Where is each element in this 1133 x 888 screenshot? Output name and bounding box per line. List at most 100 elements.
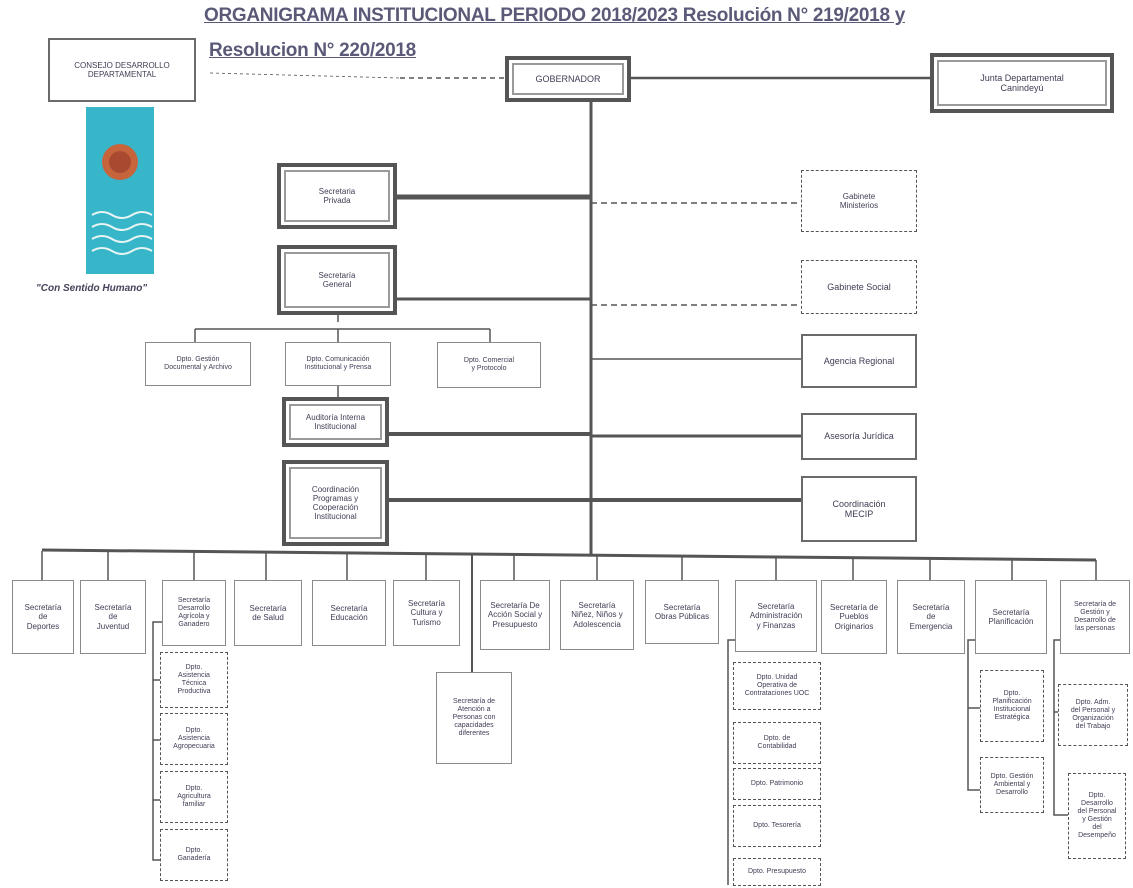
- box-dpto-presupuesto: Dpto. Presupuesto: [733, 858, 821, 886]
- box-secretaria-educacion: Secretaría Educación: [312, 580, 386, 646]
- box-secretaria-deportes: Secretaría de Deportes: [12, 580, 74, 654]
- box-label: Secretaría Planificación: [988, 607, 1034, 626]
- box-label: Secretaría de Juventud: [94, 603, 132, 631]
- box-label: Dpto. de Contabilidad: [757, 734, 797, 750]
- box-secretaria-emergencia: Secretaría de Emergencia: [897, 580, 965, 654]
- box-dpto-patrimonio: Dpto. Patrimonio: [733, 768, 821, 800]
- box-secretaria-general: Secretaría General: [277, 245, 397, 315]
- box-label: Gabinete Ministerios: [839, 191, 879, 210]
- box-dpto-asistencia-agropecuaria: Dpto. Asistencia Agropecuaria: [160, 713, 228, 765]
- box-label: Dpto. Desarrollo del Personal y Gestión …: [1077, 791, 1117, 840]
- box-label: Secretaría Cultura y Turismo: [408, 599, 445, 627]
- box-secretaria-salud: Secretaría de Salud: [234, 580, 302, 646]
- wave-icon: [91, 247, 153, 255]
- box-gestion-documental: Dpto. Gestión Documental y Archivo: [145, 342, 251, 386]
- box-label: Secretaría Administración y Finanzas: [749, 602, 803, 630]
- box-label: Dpto. Gestión Documental y Archivo: [164, 355, 232, 371]
- box-label: Coordinación Programas y Cooperación Ins…: [311, 484, 360, 522]
- box-label: Dpto. Gestión Ambiental y Desarrollo: [990, 772, 1034, 797]
- box-secretaria-desarrollo: Secretaría Desarrollo Agrícola y Ganader…: [162, 580, 226, 646]
- box-label: Secretaría General: [318, 270, 356, 289]
- box-label: Auditoría Interna Institucional: [305, 412, 366, 431]
- box-label: Secretaria Privada: [318, 186, 356, 205]
- emblem-motto: "Con Sentido Humano": [36, 283, 148, 294]
- connector-line: [41, 548, 1097, 562]
- box-atencion-capacidades-diferentes: Secretaría de Atención a Personas con ca…: [436, 672, 512, 764]
- box-label: Secretaría de Atención a Personas con ca…: [452, 697, 496, 738]
- box-label: Dpto. Asistencia Técnica Productiva: [177, 663, 211, 696]
- box-secretaria-gestion-personas: Secretaría de Gestión y Desarrollo de la…: [1060, 580, 1130, 654]
- connector-line: [967, 639, 980, 791]
- box-secretaria-administracion: Secretaría Administración y Finanzas: [735, 580, 817, 652]
- connector-line: [152, 621, 163, 861]
- box-label: Gabinete Social: [827, 281, 891, 292]
- box-label: Dpto. Comunicación Institucional y Prens…: [304, 355, 372, 371]
- wave-icon: [91, 223, 153, 231]
- box-secretaria-cultura: Secretaría Cultura y Turismo: [393, 580, 460, 646]
- chart-subtitle: Resolucion N° 220/2018: [209, 40, 416, 61]
- box-consejo-desarrollo: CONSEJO DESARROLLO DEPARTAMENTAL: [48, 38, 196, 102]
- box-secretaria-ninez: Secretaría Niñez, Niños y Adolescencia: [560, 580, 634, 650]
- box-dpto-ganaderia: Dpto. Ganadería: [160, 829, 228, 881]
- box-label: Secretaría Obras Públicas: [654, 602, 710, 621]
- connector-line: [727, 639, 735, 885]
- box-label: Secretaría de Salud: [249, 603, 287, 622]
- box-label: Junta Departamental Canindeyú: [980, 72, 1064, 93]
- box-dpto-adm-personal: Dpto. Adm. del Personal y Organización d…: [1058, 684, 1128, 746]
- box-label: Asesoría Jurídica: [824, 431, 894, 442]
- box-label: Secretaría de Pueblos Originarios: [829, 603, 879, 631]
- box-label: GOBERNADOR: [535, 73, 601, 84]
- box-label: Secretaría de Emergencia: [909, 603, 953, 631]
- box-dpto-asistencia-tecnica: Dpto. Asistencia Técnica Productiva: [160, 652, 228, 708]
- box-gabinete-social: Gabinete Social: [801, 260, 917, 314]
- box-junta-departamental: Junta Departamental Canindeyú: [930, 53, 1114, 113]
- connector-line: [1053, 639, 1068, 816]
- box-auditoria-interna: Auditoría Interna Institucional: [282, 397, 389, 447]
- box-label: Dpto. Adm. del Personal y Organización d…: [1070, 698, 1116, 731]
- box-coordinacion-programas: Coordinación Programas y Cooperación Ins…: [282, 460, 389, 546]
- box-dpto-planificacion-institucional: Dpto. Planificación Institucional Estrat…: [980, 670, 1044, 742]
- box-dpto-uoc: Dpto. Unidad Operativa de Contrataciones…: [733, 662, 821, 710]
- box-dpto-tesoreria: Dpto. Tesorería: [733, 805, 821, 847]
- sun-core-icon: [109, 151, 131, 173]
- box-label: Secretaría Educación: [330, 603, 368, 622]
- box-label: Dpto. Asistencia Agropecuaria: [173, 726, 215, 751]
- box-comercial-protocolo: Dpto. Comercial y Protocolo: [437, 342, 541, 388]
- box-label: Dpto. Comercial y Protocolo: [463, 356, 515, 372]
- emblem-image: [86, 107, 154, 274]
- box-label: Dpto. Planificación Institucional Estrat…: [992, 689, 1032, 722]
- box-dpto-agricultura-familiar: Dpto. Agricultura familiar: [160, 771, 228, 823]
- box-agencia-regional: Agencia Regional: [801, 334, 917, 388]
- box-label: Dpto. Agricultura familiar: [177, 784, 211, 809]
- box-label: Secretaría Desarrollo Agrícola y Ganader…: [177, 596, 211, 629]
- box-secretaria-privada: Secretaria Privada: [277, 163, 397, 229]
- box-label: Coordinación MECIP: [832, 498, 886, 519]
- box-secretaria-accion-social: Secretaría De Acción Social y Presupuest…: [480, 580, 550, 650]
- box-coordinacion-mecip: Coordinación MECIP: [801, 476, 917, 542]
- box-label: Dpto. Tesorería: [753, 821, 801, 829]
- box-secretaria-pueblos: Secretaría de Pueblos Originarios: [821, 580, 887, 654]
- wave-icon: [91, 211, 153, 219]
- box-label: Secretaría De Acción Social y Presupuest…: [487, 601, 543, 629]
- box-dpto-gestion-ambiental: Dpto. Gestión Ambiental y Desarrollo: [980, 757, 1044, 813]
- box-secretaria-obras: Secretaría Obras Públicas: [645, 580, 719, 644]
- box-asesoria-juridica: Asesoría Jurídica: [801, 413, 917, 460]
- box-secretaria-juventud: Secretaría de Juventud: [80, 580, 146, 654]
- box-label: Secretaría Niñez, Niños y Adolescencia: [571, 601, 623, 629]
- box-dpto-contabilidad: Dpto. de Contabilidad: [733, 722, 821, 764]
- box-comunicacion-institucional: Dpto. Comunicación Institucional y Prens…: [285, 342, 391, 386]
- connector-line: [209, 72, 401, 79]
- box-label: Dpto. Patrimonio: [750, 779, 804, 787]
- chart-title: ORGANIGRAMA INSTITUCIONAL PERIODO 2018/2…: [204, 5, 905, 26]
- box-label: Secretaría de Gestión y Desarrollo de la…: [1073, 600, 1117, 633]
- box-label: Dpto. Unidad Operativa de Contrataciones…: [744, 673, 810, 698]
- box-gobernador: GOBERNADOR: [505, 56, 631, 102]
- box-gabinete-ministerios: Gabinete Ministerios: [801, 170, 917, 232]
- box-label: Dpto. Ganadería: [177, 846, 211, 862]
- wave-icon: [91, 235, 153, 243]
- emblem-art: [91, 144, 153, 255]
- box-dpto-desarrollo-personal: Dpto. Desarrollo del Personal y Gestión …: [1068, 773, 1126, 859]
- box-label: Dpto. Presupuesto: [748, 867, 806, 875]
